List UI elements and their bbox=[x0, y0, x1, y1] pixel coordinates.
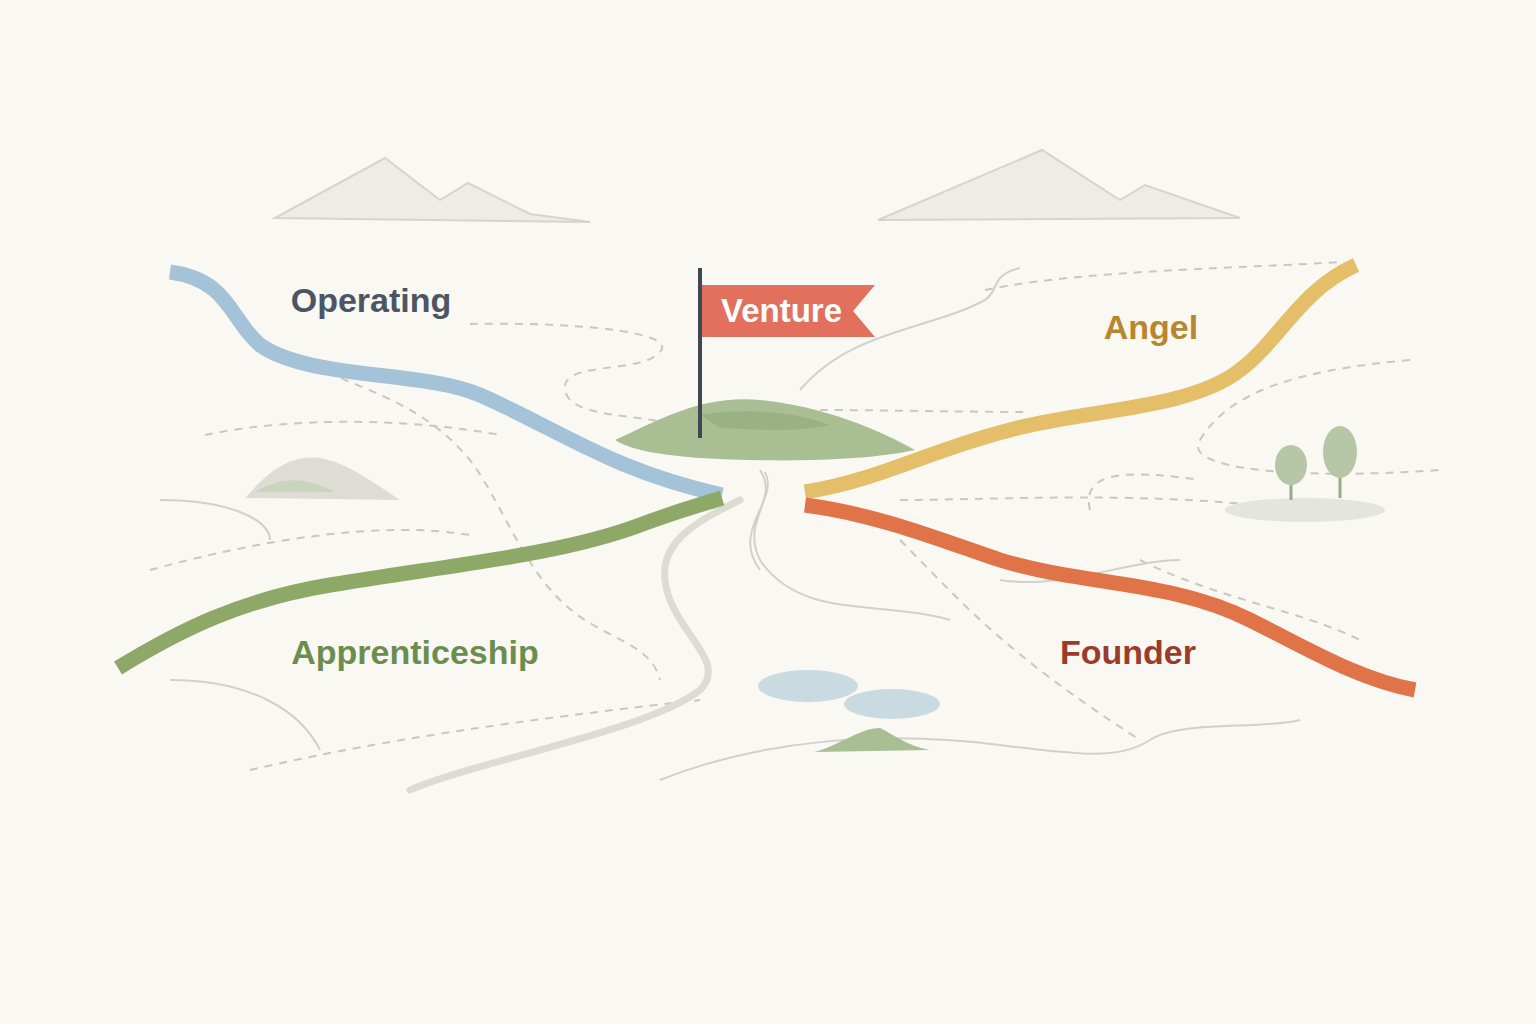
faint-paths bbox=[160, 268, 1300, 780]
roads-part bbox=[170, 272, 722, 495]
flag-pole bbox=[698, 268, 702, 438]
path-label: Angel bbox=[1104, 309, 1198, 346]
dashed-trails-part bbox=[1089, 474, 1200, 510]
path-label: Operating bbox=[291, 282, 452, 319]
faint-paths-part bbox=[160, 500, 270, 540]
pond-part bbox=[844, 689, 940, 719]
path-label: Founder bbox=[1060, 634, 1196, 671]
roads-part bbox=[805, 505, 1415, 690]
small-hill bbox=[815, 728, 930, 752]
trees bbox=[1225, 426, 1385, 522]
mountains-part bbox=[275, 158, 590, 222]
pond-part bbox=[758, 670, 858, 702]
dashed-trails-part bbox=[205, 422, 500, 435]
flag-cloth bbox=[702, 285, 875, 337]
venture-flag: Venture bbox=[702, 285, 875, 337]
roads-part bbox=[805, 265, 1356, 492]
rock-part bbox=[255, 480, 335, 492]
mountains-part bbox=[878, 150, 1240, 220]
flag-text: Venture bbox=[721, 293, 842, 329]
center-road-2 bbox=[750, 472, 768, 570]
flag-hill bbox=[615, 399, 915, 460]
trees-part bbox=[1323, 426, 1357, 478]
faint-paths-part bbox=[170, 680, 320, 750]
faint-paths-part bbox=[754, 470, 950, 620]
trees-part bbox=[1225, 498, 1385, 522]
mountains bbox=[275, 150, 1240, 222]
path-label: Apprenticeship bbox=[291, 634, 538, 671]
rock-part bbox=[245, 458, 400, 500]
dashed-trails-part bbox=[985, 262, 1340, 290]
dashed-trails-part bbox=[820, 410, 1030, 412]
flag-hill-part bbox=[700, 411, 830, 430]
pond bbox=[758, 670, 940, 719]
rock bbox=[245, 458, 400, 500]
dashed-trails-part bbox=[250, 700, 700, 770]
trees-part bbox=[1275, 445, 1307, 485]
dashed-trails bbox=[150, 262, 1440, 770]
dashed-trails-part bbox=[300, 360, 660, 680]
faint-paths-part bbox=[660, 720, 1300, 780]
flag-hill-part bbox=[615, 399, 915, 460]
roads bbox=[118, 265, 1415, 690]
